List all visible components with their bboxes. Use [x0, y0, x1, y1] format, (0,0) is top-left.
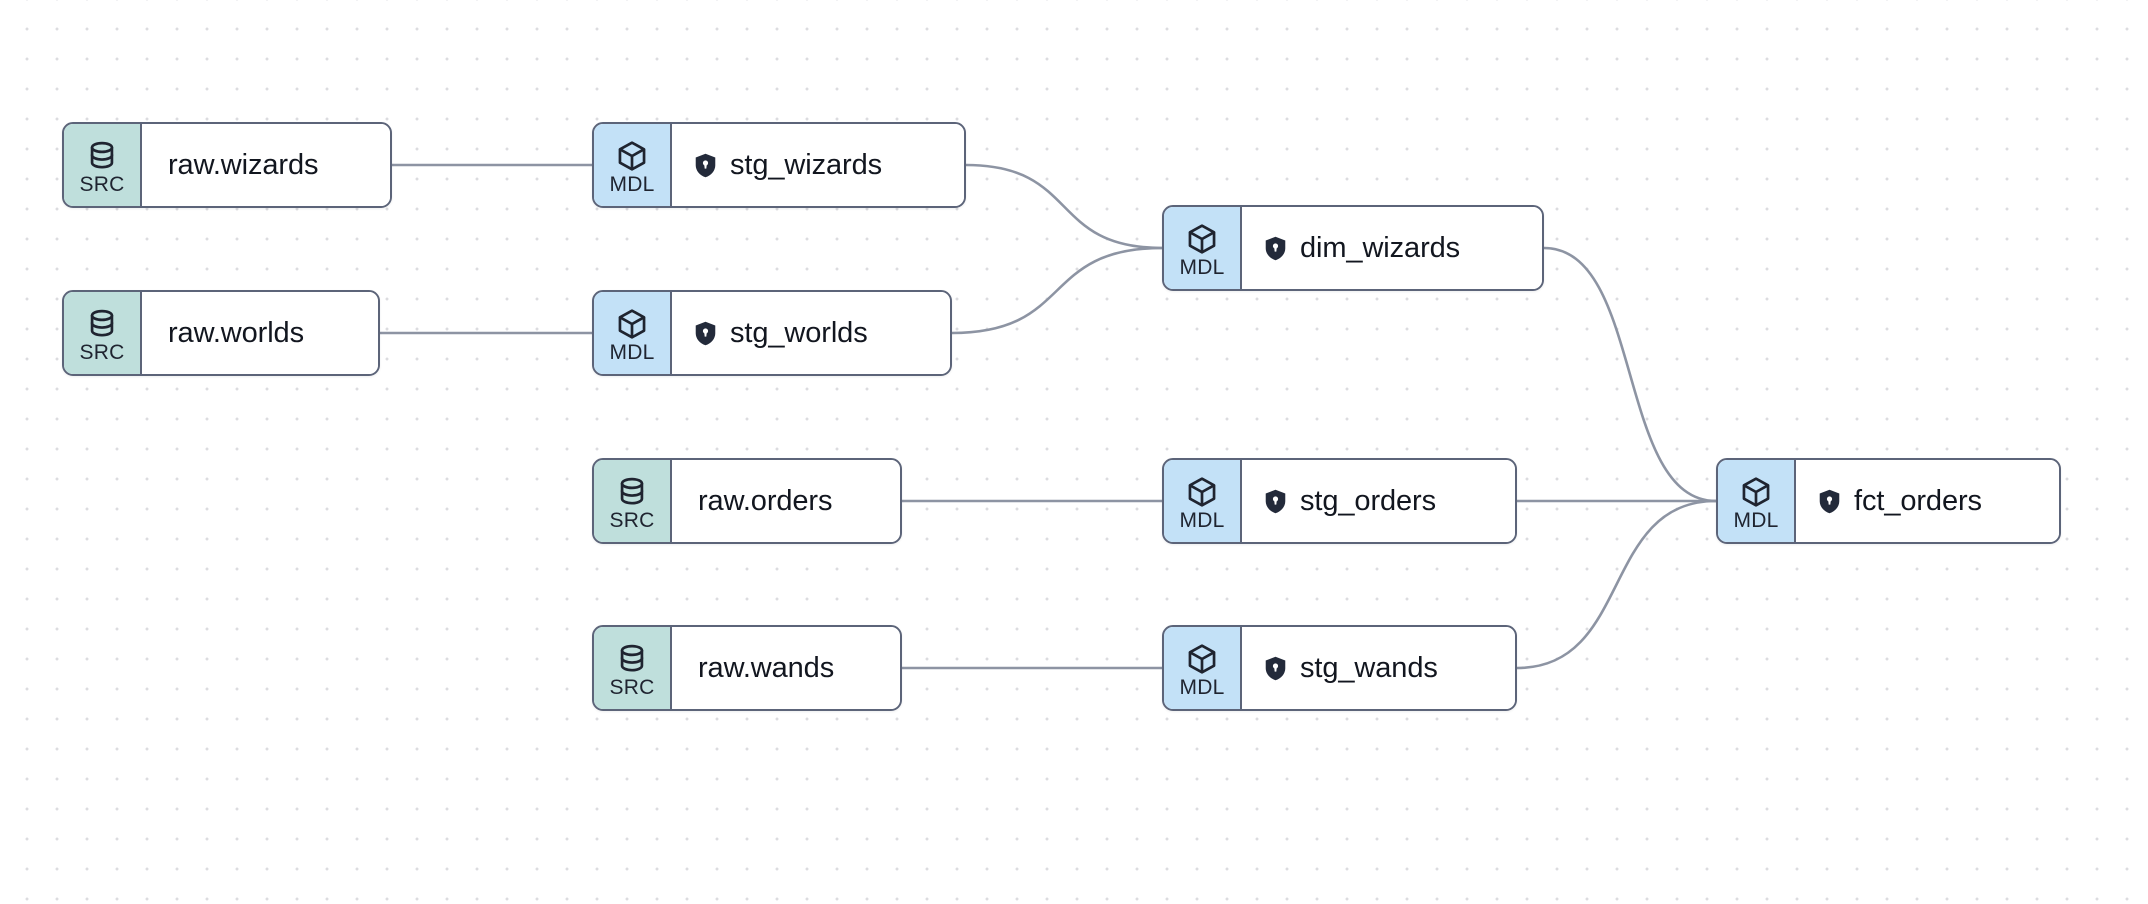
node-label: raw.wizards: [168, 148, 319, 181]
node-badge-mdl: MDL: [1164, 627, 1242, 709]
node-body: raw.worlds: [142, 292, 378, 374]
node-label: stg_wands: [1300, 651, 1438, 684]
shield-lock-icon: [1264, 489, 1287, 514]
database-icon: [615, 642, 649, 676]
node-body: stg_wizards: [672, 124, 964, 206]
node-badge-label: SRC: [609, 508, 655, 532]
database-icon: [85, 139, 119, 173]
node-body: stg_wands: [1242, 627, 1515, 709]
cube-icon: [1185, 475, 1219, 509]
node-stg_wizards[interactable]: MDL stg_wizards: [592, 122, 966, 208]
node-badge-label: MDL: [1179, 508, 1225, 532]
node-badge-src: SRC: [594, 627, 672, 709]
node-fct_orders[interactable]: MDL fct_orders: [1716, 458, 2061, 544]
node-badge-label: MDL: [609, 340, 655, 364]
node-badge-label: SRC: [79, 340, 125, 364]
node-badge-mdl: MDL: [1164, 460, 1242, 542]
cube-icon: [615, 307, 649, 341]
node-badge-src: SRC: [64, 124, 142, 206]
node-label: raw.orders: [698, 484, 833, 517]
edge-stg_worlds-to-dim_wizards: [950, 246, 1164, 335]
node-badge-label: SRC: [79, 172, 125, 196]
node-badge-mdl: MDL: [594, 124, 672, 206]
node-badge-label: MDL: [1179, 675, 1225, 699]
node-raw_worlds[interactable]: SRC raw.worlds: [62, 290, 380, 376]
shield-lock-icon: [694, 321, 717, 346]
node-badge-mdl: MDL: [1718, 460, 1796, 542]
node-body: dim_wizards: [1242, 207, 1542, 289]
node-badge-mdl: MDL: [594, 292, 672, 374]
node-stg_worlds[interactable]: MDL stg_worlds: [592, 290, 952, 376]
node-badge-label: MDL: [1733, 508, 1779, 532]
node-label: stg_wizards: [730, 148, 883, 181]
database-icon: [85, 307, 119, 341]
node-badge-label: MDL: [1179, 255, 1225, 279]
node-label: stg_orders: [1300, 484, 1437, 517]
shield-lock-icon: [694, 153, 717, 178]
edge-stg_wizards-to-dim_wizards: [964, 163, 1164, 250]
cube-icon: [1185, 642, 1219, 676]
node-raw_orders[interactable]: SRC raw.orders: [592, 458, 902, 544]
node-stg_wands[interactable]: MDL stg_wands: [1162, 625, 1517, 711]
node-label: stg_worlds: [730, 316, 868, 349]
node-label: raw.wands: [698, 651, 835, 684]
node-badge-label: SRC: [609, 675, 655, 699]
node-label: raw.worlds: [168, 316, 304, 349]
node-dim_wizards[interactable]: MDL dim_wizards: [1162, 205, 1544, 291]
cube-icon: [1739, 475, 1773, 509]
node-raw_wizards[interactable]: SRC raw.wizards: [62, 122, 392, 208]
node-badge-label: MDL: [609, 172, 655, 196]
node-badge-src: SRC: [594, 460, 672, 542]
cube-icon: [615, 139, 649, 173]
edge-stg_wands-to-fct_orders: [1515, 499, 1718, 670]
node-stg_orders[interactable]: MDL stg_orders: [1162, 458, 1517, 544]
edge-dim_wizards-to-fct_orders: [1542, 246, 1718, 503]
node-body: fct_orders: [1796, 460, 2059, 542]
node-label: dim_wizards: [1300, 231, 1461, 264]
database-icon: [615, 475, 649, 509]
shield-lock-icon: [1818, 489, 1841, 514]
shield-lock-icon: [1264, 656, 1287, 681]
node-raw_wands[interactable]: SRC raw.wands: [592, 625, 902, 711]
shield-lock-icon: [1264, 236, 1287, 261]
node-label: fct_orders: [1854, 484, 1982, 517]
node-badge-src: SRC: [64, 292, 142, 374]
node-body: stg_orders: [1242, 460, 1515, 542]
node-body: raw.wands: [672, 627, 900, 709]
node-body: raw.wizards: [142, 124, 390, 206]
node-body: raw.orders: [672, 460, 900, 542]
node-badge-mdl: MDL: [1164, 207, 1242, 289]
cube-icon: [1185, 222, 1219, 256]
node-body: stg_worlds: [672, 292, 950, 374]
